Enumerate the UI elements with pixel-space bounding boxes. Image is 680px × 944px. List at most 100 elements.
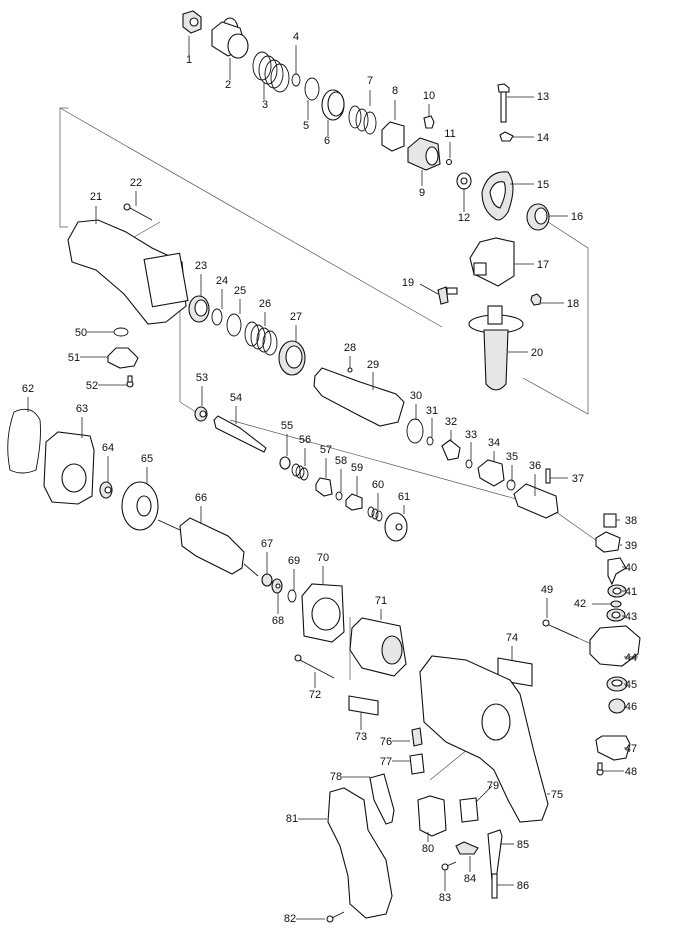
part-label-52: 52 [86,380,98,392]
part-label-66: 66 [195,492,207,504]
part-68-bearing [271,578,283,594]
part-49-bolt [542,619,579,639]
part-label-15: 15 [537,179,549,191]
part-label-11: 11 [444,128,455,140]
part-26-spring [244,321,278,356]
part-label-23: 23 [195,260,207,272]
part-label-61: 61 [398,491,410,503]
part-19-wing-bolt [437,286,458,305]
part-label-31: 31 [426,405,438,417]
part-label-70: 70 [317,552,329,564]
part-76-brush [411,727,423,747]
leader-line-19 [419,283,439,295]
part-36-cylinder [513,483,559,519]
part-label-6: 6 [324,135,330,147]
part-17-grip-clamp [469,237,515,287]
part-8-sleeve [381,121,405,152]
part-84-clamp [455,841,479,855]
part-label-47: 47 [625,743,637,755]
part-56-spring [291,463,309,481]
part-44-crank-housing [589,625,641,667]
part-2-sleeve [211,17,249,59]
part-29-tool-holder [313,367,405,427]
part-35-ring [506,479,516,491]
part-23-bearing [188,295,210,323]
part-21-barrel-housing [67,219,189,325]
part-43-bearing [606,608,626,622]
part-label-16: 16 [571,211,583,223]
part-69-ring [287,589,297,603]
part-70-baffle [301,583,345,643]
part-label-49: 49 [541,584,553,596]
part-label-33: 33 [465,429,477,441]
part-78-switch-lever [369,773,395,825]
part-label-51: 51 [68,352,80,364]
part-label-57: 57 [320,444,332,456]
part-label-63: 63 [76,403,88,415]
part-label-24: 24 [216,275,228,287]
part-label-46: 46 [625,701,637,713]
part-16-ring [526,203,550,231]
part-71-field [349,617,407,677]
part-label-65: 65 [141,453,153,465]
part-48-screw [596,762,604,776]
part-30-ring [406,418,424,444]
part-34-piston [477,459,505,487]
part-label-38: 38 [625,515,637,527]
part-label-42: 42 [574,598,586,610]
part-42-washer [610,600,622,608]
part-label-32: 32 [445,416,457,428]
part-label-68: 68 [272,615,284,627]
part-85-cord-guard [487,829,503,881]
part-label-54: 54 [230,392,242,404]
part-40-shaft [607,557,627,586]
part-label-10: 10 [423,90,435,102]
part-label-18: 18 [567,298,579,310]
part-label-36: 36 [529,460,541,472]
part-64-bearing [99,481,113,499]
part-label-5: 5 [303,120,309,132]
part-label-67: 67 [261,538,273,550]
part-1-cap-nut [182,10,202,34]
part-label-74: 74 [506,632,518,644]
part-31-ring [426,436,434,446]
part-label-41: 41 [625,586,637,598]
part-label-62: 62 [22,383,34,395]
part-label-25: 25 [234,285,246,297]
part-label-60: 60 [372,479,384,491]
part-label-43: 43 [625,611,637,623]
part-label-55: 55 [281,420,293,432]
part-60-spring [367,506,383,522]
part-label-4: 4 [293,31,299,43]
part-59-clutch [345,493,363,511]
part-label-76: 76 [380,736,392,748]
part-label-44: 44 [625,652,637,664]
part-label-58: 58 [335,455,347,467]
part-22-screw [123,203,153,221]
part-label-37: 37 [572,473,584,485]
part-label-77: 77 [380,756,392,768]
part-label-69: 69 [288,555,300,567]
part-label-21: 21 [90,191,102,203]
part-72-screw [294,654,335,679]
part-label-45: 45 [625,679,637,691]
part-55-washer [279,456,291,470]
part-label-20: 20 [531,347,543,359]
part-73-label [348,695,379,716]
part-28-ball [347,367,353,373]
part-label-64: 64 [102,442,114,454]
part-52-screw [126,375,134,388]
part-label-17: 17 [537,259,549,271]
part-50-o-ring [113,327,129,337]
part-label-40: 40 [625,562,637,574]
part-labels: 1234567891011121314151617181920212223242… [22,31,637,925]
part-65-fan [121,481,159,531]
part-15-band [481,171,514,221]
part-38-cap [603,513,617,528]
part-label-79: 79 [487,780,499,792]
part-11-ball [445,158,453,166]
part-label-30: 30 [410,390,422,402]
part-label-26: 26 [259,298,271,310]
part-39-crank [595,531,621,553]
